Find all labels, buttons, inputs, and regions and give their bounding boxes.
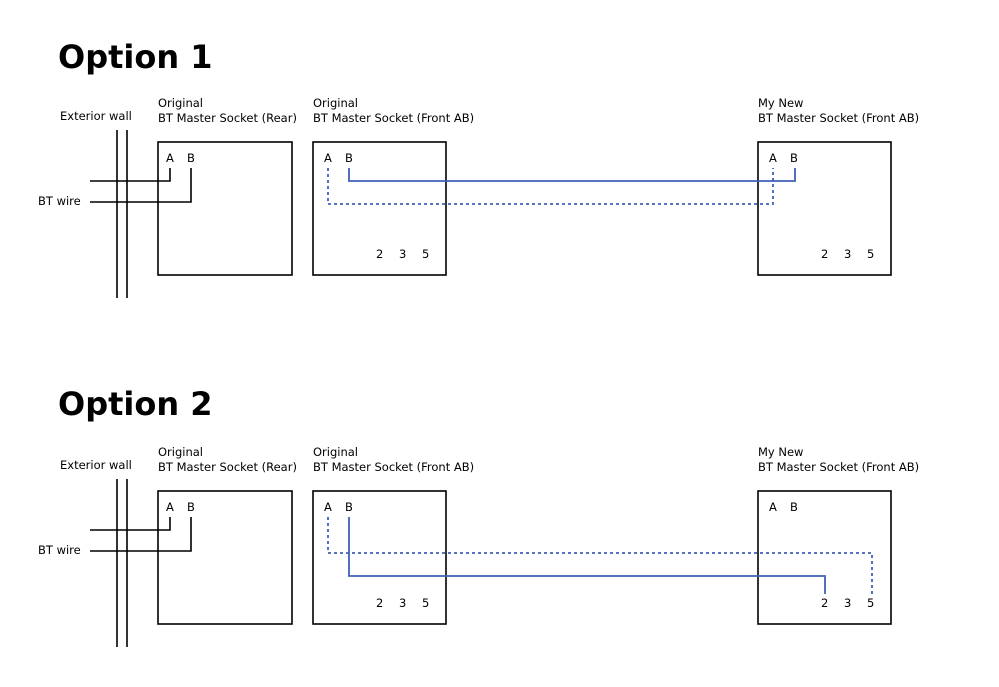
terminal-a: A [324,151,332,165]
terminal-b: B [790,151,798,165]
socket-front-label-line2: BT Master Socket (Front AB) [313,111,474,125]
terminal-2: 2 [821,596,828,610]
socket-front-label-line2: BT Master Socket (Front AB) [313,460,474,474]
terminal-b: B [187,500,195,514]
new-socket-box [757,141,892,276]
terminal-3: 3 [844,247,851,261]
exterior-wall-label: Exterior wall [60,458,132,472]
bt-wire-b [90,517,192,552]
terminal-a: A [166,500,174,514]
terminal-b: B [345,500,353,514]
new-socket-label-line2: BT Master Socket (Front AB) [758,460,919,474]
terminal-2: 2 [376,247,383,261]
bt-wire-label: BT wire [38,543,81,557]
terminal-3: 3 [399,247,406,261]
terminal-a: A [769,151,777,165]
socket-rear-label-line2: BT Master Socket (Rear) [158,111,297,125]
socket-rear-label-line1: Original [158,96,203,110]
front-socket-box [312,490,447,625]
socket-rear-label-line2: BT Master Socket (Rear) [158,460,297,474]
terminal-b: B [345,151,353,165]
terminal-5: 5 [422,247,429,261]
new-socket-label-line2: BT Master Socket (Front AB) [758,111,919,125]
rear-socket-box [157,490,293,625]
new-socket-box [757,490,892,625]
front-socket-box [312,141,447,276]
new-socket-label-line1: My New [758,96,803,110]
wire-a-to-a [327,168,774,205]
option-1-title: Option 1 [58,38,213,76]
bt-wire-a [90,168,171,182]
socket-front-label-line1: Original [313,96,358,110]
terminal-a: A [769,500,777,514]
terminal-5: 5 [422,596,429,610]
bt-wire-b [90,168,192,203]
wire-b-to-b [348,168,796,182]
wire-a-to-5 [327,517,873,594]
terminal-3: 3 [844,596,851,610]
terminal-2: 2 [821,247,828,261]
terminal-b: B [790,500,798,514]
terminal-2: 2 [376,596,383,610]
rear-socket-box [157,141,293,276]
bt-wire-label: BT wire [38,194,81,208]
terminal-3: 3 [399,596,406,610]
terminal-5: 5 [867,247,874,261]
bt-wire-a [90,517,171,531]
terminal-a: A [324,500,332,514]
option-1: Option 1 Exterior wall BT wire Original … [38,38,919,298]
new-socket-label-line1: My New [758,445,803,459]
socket-front-label-line1: Original [313,445,358,459]
wire-b-to-2 [348,517,826,594]
option-2-title: Option 2 [58,385,213,423]
socket-rear-label-line1: Original [158,445,203,459]
terminal-a: A [166,151,174,165]
exterior-wall-label: Exterior wall [60,109,132,123]
terminal-5: 5 [867,596,874,610]
option-2: Option 2 Exterior wall BT wire Original … [38,385,919,647]
terminal-b: B [187,151,195,165]
